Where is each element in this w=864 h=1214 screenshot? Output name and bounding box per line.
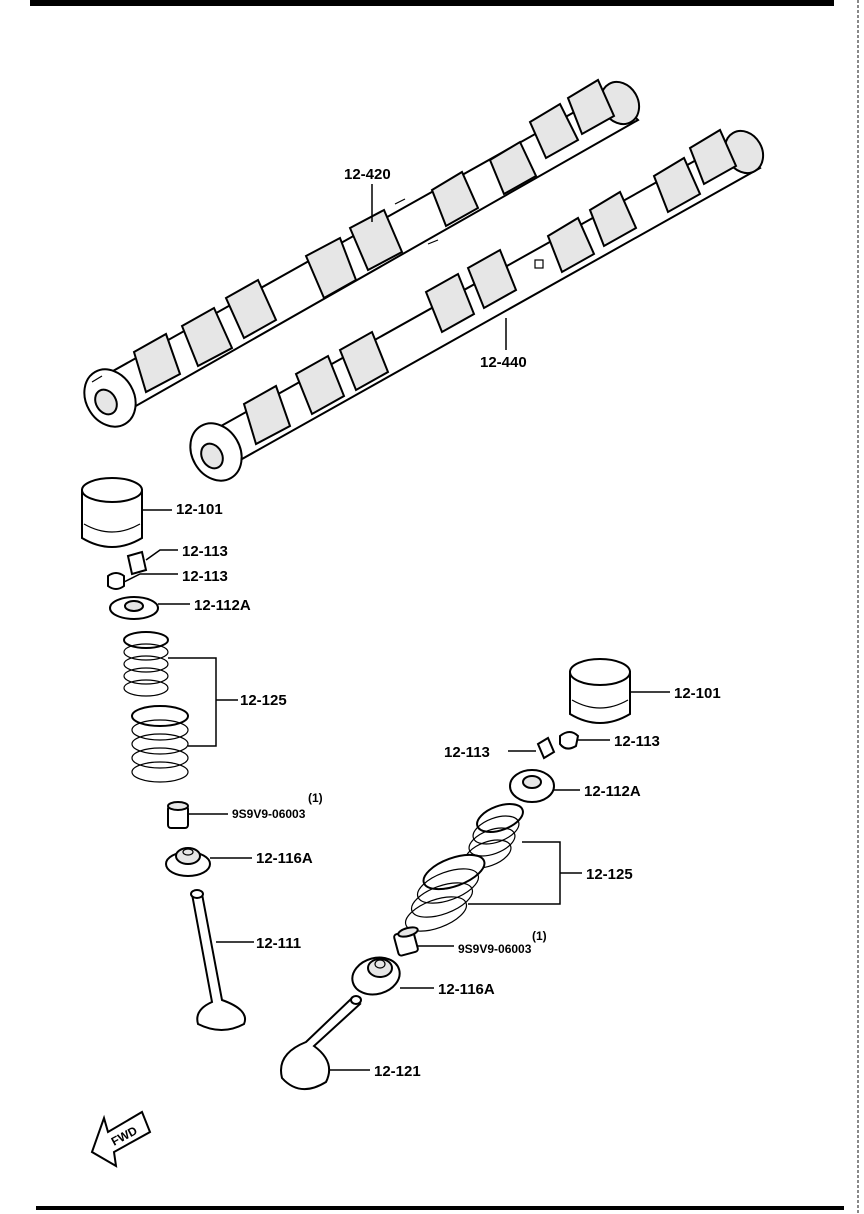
right-outer-spring[interactable] (401, 848, 489, 938)
label-left-9S9V9-06003: 9S9V9-06003 (232, 807, 306, 821)
left-spring-seat[interactable] (165, 847, 211, 877)
left-valve-stem-seal[interactable] (167, 801, 189, 829)
right-spring-seat[interactable] (348, 952, 404, 999)
label-right-12-113-left: 12-113 (444, 744, 490, 761)
exhaust-camshaft[interactable] (180, 124, 770, 490)
left-valve-keeper-upper[interactable] (126, 550, 148, 576)
label-left-12-113-a: 12-113 (182, 543, 228, 560)
right-inner-spring[interactable] (461, 799, 526, 874)
intake-camshaft[interactable] (74, 75, 646, 436)
right-tappet[interactable] (569, 658, 631, 724)
right-valve-keeper-right[interactable] (559, 731, 580, 750)
label-left-12-111: 12-111 (256, 935, 301, 952)
label-left-seal-qty: (1) (308, 791, 323, 805)
label-left-12-125: 12-125 (240, 692, 287, 709)
right-spring-retainer[interactable] (509, 769, 555, 803)
label-right-9S9V9-06003: 9S9V9-06003 (458, 942, 532, 956)
top-border (30, 0, 834, 6)
label-right-12-113-right: 12-113 (614, 733, 660, 750)
left-tappet[interactable] (81, 477, 143, 548)
left-inner-spring[interactable] (123, 631, 169, 697)
label-right-12-116A: 12-116A (438, 981, 495, 998)
right-valve-keeper-left[interactable] (536, 736, 556, 760)
label-12-440: 12-440 (480, 354, 527, 371)
label-left-12-116A: 12-116A (256, 850, 313, 867)
left-valve[interactable] (190, 889, 246, 1031)
label-left-12-113-b: 12-113 (182, 568, 228, 585)
left-spring-retainer[interactable] (109, 596, 159, 620)
label-right-12-101: 12-101 (674, 685, 721, 702)
label-12-420: 12-420 (344, 166, 391, 183)
label-right-12-125: 12-125 (586, 866, 633, 883)
left-outer-spring[interactable] (131, 705, 189, 783)
label-right-12-121: 12-121 (374, 1063, 421, 1080)
right-valve[interactable] (280, 995, 362, 1090)
fwd-arrow-icon: FWD (90, 1110, 152, 1168)
label-left-12-112A: 12-112A (194, 597, 251, 614)
label-right-12-112A: 12-112A (584, 783, 641, 800)
label-left-12-101: 12-101 (176, 501, 223, 518)
label-right-seal-qty: (1) (532, 929, 547, 943)
left-valve-keeper-lower[interactable] (107, 572, 125, 590)
right-valve-stem-seal[interactable] (393, 926, 419, 957)
bottom-border (36, 1206, 844, 1210)
